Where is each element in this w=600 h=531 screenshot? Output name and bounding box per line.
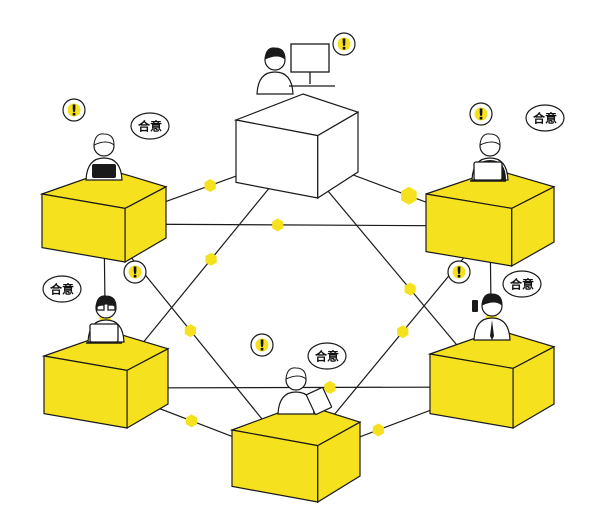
alert-bubble: !: [250, 333, 274, 357]
agreement-label: 合意: [138, 119, 162, 134]
node-bottom: ! 合意: [229, 333, 362, 504]
agreement-label: 合意: [50, 282, 74, 297]
laptop: [89, 323, 119, 343]
exclamation-icon: !: [71, 102, 78, 120]
hex-dot: [397, 325, 409, 339]
hex-dot: [185, 414, 198, 428]
speech-bubble-icon: [525, 104, 565, 132]
node-upper-left: ! 合意: [39, 98, 170, 264]
cube-right-face: [512, 345, 555, 430]
woman-with-laptop-icon: [470, 133, 509, 182]
alert-bubble: !: [469, 102, 493, 126]
agreement-label: 合意: [315, 349, 339, 364]
laptop: [473, 161, 503, 181]
speech-bubble-icon: [502, 270, 542, 298]
glasses: [107, 304, 116, 311]
agreement-bubble: 合意: [42, 275, 82, 303]
alert-highlight: [337, 37, 351, 51]
hair: [479, 133, 501, 147]
agreement-bubble: 合意: [307, 342, 347, 370]
cube-right-face: [511, 185, 555, 268]
speech-bubble-icon: [130, 112, 170, 140]
man-with-glasses-and-laptop-icon: [86, 295, 125, 344]
cube-right-face: [124, 185, 167, 264]
alert-highlight: [474, 107, 488, 121]
hex-dot: [272, 218, 284, 232]
woman-with-document-icon: [277, 367, 333, 416]
alert-highlight: [128, 265, 142, 279]
speech-bubble-icon: [42, 275, 82, 303]
hair: [93, 133, 115, 147]
hex-dot: [184, 324, 196, 338]
agreement-bubble: 合意: [130, 112, 170, 140]
node-lower-right: ! 合意: [427, 260, 556, 430]
torso: [256, 71, 294, 95]
glasses: [96, 304, 105, 311]
person-at-desktop-computer-icon: [256, 43, 335, 95]
phone: [472, 300, 478, 312]
hex-dot: [324, 380, 336, 394]
hex-dot: [205, 252, 217, 266]
cube-right-face: [126, 347, 169, 430]
hair: [95, 295, 117, 309]
tablet: [92, 164, 116, 178]
alert-highlight: [255, 338, 269, 352]
alert-bubble: !: [123, 260, 147, 284]
node-top: !: [233, 32, 360, 200]
hair: [264, 47, 286, 61]
hair: [481, 293, 503, 307]
agreement-bubble: 合意: [502, 270, 542, 298]
cube-right-face: [317, 421, 361, 504]
hex-dot: [401, 186, 417, 205]
alert-bubble: !: [332, 32, 356, 56]
alert-highlight: [452, 265, 466, 279]
speech-bubble-icon: [307, 342, 347, 370]
alert-bubble: !: [447, 260, 471, 284]
document: [305, 386, 333, 416]
tie: [490, 320, 494, 340]
exclamation-icon: !: [259, 337, 266, 355]
alert-highlight: [67, 103, 81, 117]
man-with-phone-and-tie-icon: [472, 293, 511, 341]
cube-right-face: [317, 111, 359, 200]
agreement-bubble: 合意: [525, 104, 565, 132]
woman-with-tablet-icon: [85, 133, 123, 181]
hair: [285, 367, 307, 381]
exclamation-icon: !: [341, 36, 348, 54]
agreement-label: 合意: [510, 277, 534, 292]
exclamation-icon: !: [456, 264, 463, 282]
node-upper-right: ! 合意: [425, 102, 565, 268]
node-lower-left: 合意!: [41, 260, 170, 430]
monitor: [290, 43, 330, 73]
agreement-label: 合意: [533, 111, 557, 126]
alert-bubble: !: [62, 98, 86, 122]
hex-dot: [204, 179, 216, 192]
hex-dot: [372, 423, 384, 437]
exclamation-icon: !: [478, 106, 485, 124]
hex-dot: [404, 282, 416, 296]
exclamation-icon: !: [132, 264, 139, 282]
